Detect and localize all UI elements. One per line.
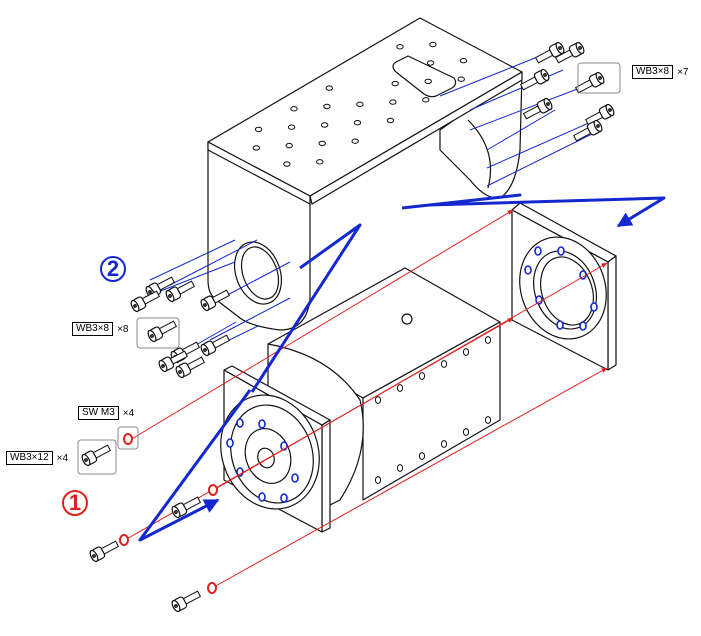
bracket-hole (426, 60, 435, 66)
flange-bolt-circle (524, 246, 598, 331)
gearbox-side-hole (418, 452, 426, 460)
screw-wb3x12 (89, 540, 120, 563)
screw-wb3x8 (200, 289, 231, 312)
gearbox (220, 267, 501, 533)
bracket-hole (391, 80, 399, 87)
step1-direction-arrows (138, 389, 252, 542)
screw-wb3x8 (522, 97, 553, 120)
flange-plate (511, 202, 617, 371)
screw-wb3x8 (130, 290, 161, 313)
part-qty: ×4 (56, 452, 69, 464)
bracket-hole (353, 120, 362, 126)
step-2-marker: 2 (100, 256, 126, 282)
u-bracket (207, 17, 523, 331)
callout-frame-wb3x12 (77, 439, 117, 475)
bracket-hole (323, 103, 331, 110)
gearbox-side-holes (374, 336, 492, 484)
screw-wb3x12 (171, 590, 202, 613)
gearbox-side-hole (440, 360, 448, 368)
screw-wb3x8 (519, 68, 550, 91)
part-code: WB3×8 (632, 65, 674, 79)
screw-wb3x12 (81, 444, 112, 467)
washer-sw-m3 (208, 484, 218, 496)
washer-sw-m3 (119, 534, 129, 546)
bracket-front-edge (309, 71, 523, 205)
screw-wb3x8 (584, 103, 615, 126)
screw-wb3x8 (200, 334, 231, 357)
callout-frame-sw-m3 (117, 426, 139, 450)
gearbox-top-hole (401, 313, 413, 325)
gearbox-side-hole (396, 464, 404, 472)
gearbox-side-hole (484, 416, 492, 424)
screw-wb3x8 (165, 280, 196, 303)
bracket-hole (320, 122, 329, 128)
part-label-sw-m3: SW M3 ×4 (78, 406, 134, 420)
bracket-hole (386, 117, 395, 124)
screws (81, 41, 615, 613)
gearbox-side-hole (462, 428, 470, 436)
bracket-hole (424, 78, 432, 85)
callout-frames (77, 62, 621, 475)
bracket-hole (422, 97, 430, 103)
bracket-hole (356, 101, 364, 108)
step-1-marker: 1 (62, 490, 88, 516)
gearbox-side-hole (374, 396, 382, 404)
bracket-window (392, 55, 457, 98)
part-qty: ×7 (677, 66, 689, 78)
bracket-hole (285, 142, 293, 149)
bracket-hole (457, 76, 465, 82)
screw-wb3x8 (572, 119, 603, 142)
bracket-hole (290, 106, 298, 112)
bracket-hole (351, 138, 359, 144)
part-code: SW M3 (78, 406, 119, 420)
gearbox-side-hole (440, 440, 448, 448)
gearbox-output-bolt-circle (226, 418, 299, 503)
bracket-hole (283, 161, 291, 167)
part-label-wb3x12: WB3×12 ×4 (6, 451, 68, 465)
bracket-hole (325, 85, 333, 91)
part-code: WB3×12 (6, 451, 53, 465)
screw-wb3x8 (554, 41, 585, 64)
washer-sw-m3 (207, 582, 217, 594)
part-label-wb3x8-left: WB3×8 ×8 (72, 322, 128, 336)
part-qty: ×8 (117, 323, 129, 335)
screw-wb3x12 (171, 496, 202, 519)
callout-frame-wb3x8-left (136, 317, 180, 349)
bracket-hole (318, 140, 326, 147)
bracket-hole (254, 126, 263, 133)
gearbox-side-hole (374, 476, 382, 484)
gearbox-side-hole (484, 336, 492, 344)
bracket-hole (252, 145, 260, 151)
gearbox-body-side (362, 321, 501, 501)
gearbox-side-hole (396, 384, 404, 392)
bracket-hole (396, 44, 404, 50)
bracket-hole (429, 41, 437, 48)
washer-sw-m3 (123, 433, 133, 445)
screw-wb3x8 (574, 71, 605, 94)
bracket-hole-pattern (252, 41, 468, 167)
part-qty: ×4 (122, 407, 135, 419)
bracket-hole (316, 159, 324, 165)
screw-wb3x8 (147, 320, 178, 343)
bracket-hole (459, 58, 468, 64)
gearbox-side-hole (462, 348, 470, 356)
step2-direction-arrows (250, 193, 666, 393)
screw-wb3x8 (158, 350, 189, 373)
bracket-hole (389, 99, 397, 105)
callout-frame-wb3x8-top (577, 62, 621, 94)
part-label-wb3x8-top: WB3×8 ×7 (632, 65, 688, 79)
bracket-hole (287, 124, 296, 130)
gearbox-side-hole (418, 372, 426, 380)
screw-wb3x8 (175, 356, 206, 379)
part-code: WB3×8 (72, 322, 114, 336)
